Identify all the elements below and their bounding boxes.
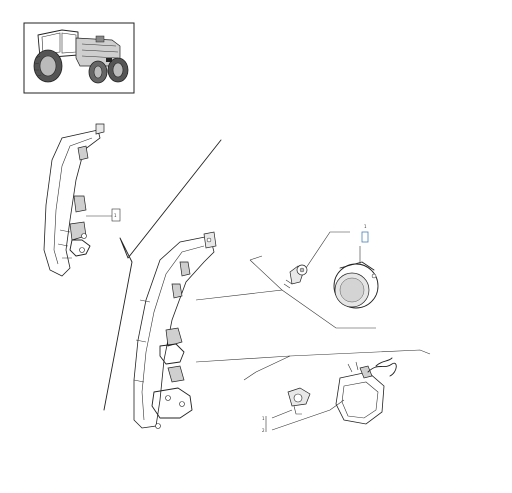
upper-fender-assembly xyxy=(43,123,105,277)
callout-lower-a-text: 1 xyxy=(262,416,265,421)
callout-upper-bracket: 1 xyxy=(86,208,121,222)
bulb-part xyxy=(283,231,350,289)
lamp-housing-part xyxy=(271,357,397,431)
leader-lines xyxy=(195,255,431,381)
separator-line xyxy=(103,139,222,411)
main-fender-assembly xyxy=(133,231,217,429)
bulb-holder-part xyxy=(271,387,311,419)
callout-lens-clip: 1 xyxy=(361,224,369,243)
side-lamp-part xyxy=(333,246,379,309)
callout-lower-b-text: 2 xyxy=(262,428,265,433)
tractor-thumbnail xyxy=(23,22,135,94)
callout-upper-bracket-text: 1 xyxy=(114,213,117,218)
callout-lens-clip-text: 1 xyxy=(364,224,367,229)
callout-lower: 1 2 xyxy=(262,416,267,433)
